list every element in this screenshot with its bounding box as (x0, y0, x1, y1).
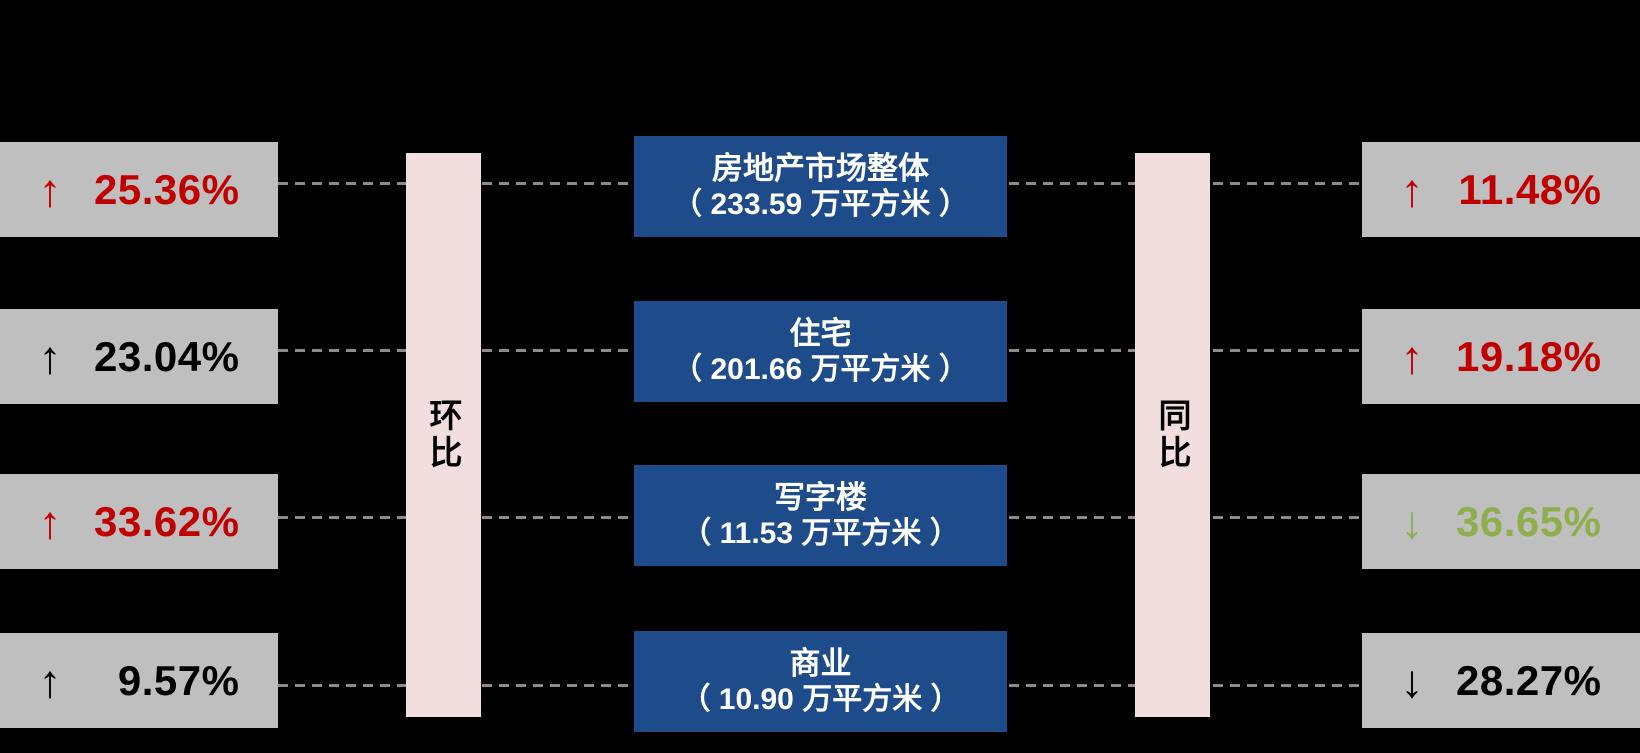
down-arrow-icon: ↓ (1400, 495, 1424, 548)
category-name: 商业 (789, 645, 852, 681)
mom-bar: 环比 (406, 153, 481, 717)
mom-value-overall: 25.36% (94, 165, 240, 213)
yoy-value-office: 36.65% (1456, 497, 1602, 545)
category-box-commercial: 商业 （ 10.90 万平方米 ） (634, 631, 1007, 732)
yoy-bar: 同比 (1135, 153, 1210, 717)
mom-value-box-residential: ↑ 23.04% (0, 309, 278, 404)
mom-value-residential: 23.04% (94, 332, 240, 380)
up-arrow-icon: ↑ (38, 330, 62, 383)
category-area: （ 10.90 万平方米 ） (680, 683, 961, 717)
category-box-office: 写字楼 （ 11.53 万平方米 ） (634, 465, 1007, 566)
up-arrow-icon: ↑ (38, 495, 62, 548)
mom-bar-label: 环比 (425, 398, 462, 472)
category-area: （ 11.53 万平方米 ） (681, 517, 960, 551)
category-name: 住宅 (789, 315, 852, 351)
mom-value-commercial: 9.57% (117, 656, 240, 704)
yoy-value-residential: 19.18% (1456, 332, 1602, 380)
category-area: （ 201.66 万平方米 ） (672, 353, 969, 387)
yoy-value-box-office: ↓ 36.65% (1362, 474, 1640, 569)
up-arrow-icon: ↑ (1400, 163, 1424, 216)
category-name: 房地产市场整体 (712, 150, 929, 186)
yoy-value-overall: 11.48% (1458, 165, 1602, 213)
up-arrow-icon: ↑ (38, 654, 62, 707)
yoy-value-box-commercial: ↓ 28.27% (1362, 633, 1640, 728)
yoy-value-commercial: 28.27% (1456, 656, 1602, 704)
category-box-overall: 房地产市场整体 （ 233.59 万平方米 ） (634, 136, 1007, 237)
category-area: （ 233.59 万平方米 ） (672, 188, 969, 222)
mom-value-box-overall: ↑ 25.36% (0, 142, 278, 237)
category-name: 写字楼 (774, 479, 867, 515)
mom-value-office: 33.62% (94, 497, 240, 545)
mom-value-box-office: ↑ 33.62% (0, 474, 278, 569)
up-arrow-icon: ↑ (38, 163, 62, 216)
category-box-residential: 住宅 （ 201.66 万平方米 ） (634, 301, 1007, 402)
down-arrow-icon: ↓ (1400, 654, 1424, 707)
yoy-bar-label: 同比 (1154, 398, 1191, 472)
mom-value-box-commercial: ↑ 9.57% (0, 633, 278, 728)
yoy-value-box-overall: ↑ 11.48% (1362, 142, 1640, 237)
yoy-value-box-residential: ↑ 19.18% (1362, 309, 1640, 404)
up-arrow-icon: ↑ (1400, 330, 1424, 383)
